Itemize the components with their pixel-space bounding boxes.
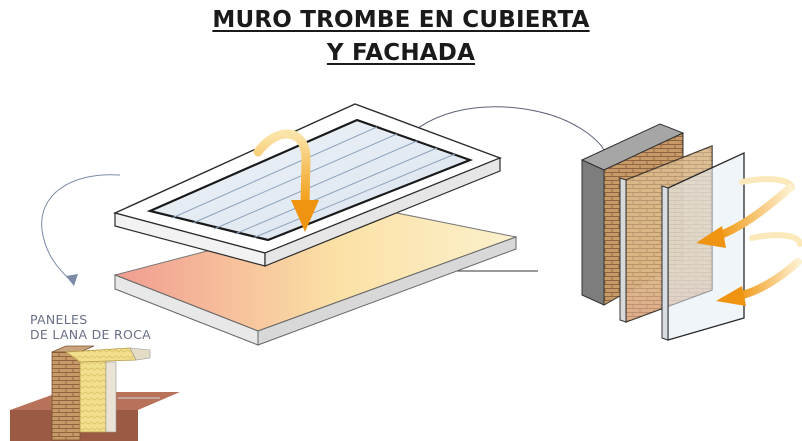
insulation-panel xyxy=(10,345,180,441)
diagram-title: MURO TROMBE EN CUBIERTA Y FACHADA xyxy=(0,4,802,70)
insulation-caption: PANELES DE LANA DE ROCA xyxy=(30,312,151,342)
facade-trombe-wall xyxy=(580,123,745,341)
title-line-1: MURO TROMBE EN CUBIERTA xyxy=(212,7,590,33)
facade-heat-arrow xyxy=(696,176,802,306)
roof-absorber-plate xyxy=(113,207,518,346)
connector-roof-to-facade xyxy=(394,106,606,153)
title-line-2: Y FACHADA xyxy=(326,40,476,66)
caption-line-1: PANELES xyxy=(30,312,88,327)
caption-line-2: DE LANA DE ROCA xyxy=(30,327,151,342)
connector-arrowhead xyxy=(66,274,78,286)
connector-left-loop xyxy=(41,174,121,283)
roof-heat-arrow xyxy=(253,129,319,232)
glass-slats xyxy=(171,126,456,239)
